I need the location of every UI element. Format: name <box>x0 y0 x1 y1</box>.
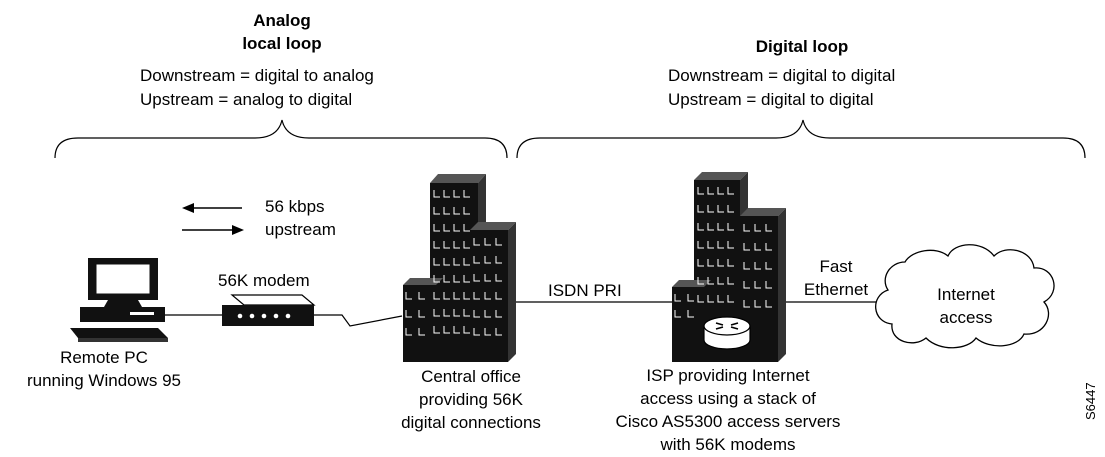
analog-downstream-text: Downstream = digital to analog <box>140 66 374 85</box>
pc-caption: Remote PC <box>60 348 148 367</box>
speed-label: 56 kbps <box>265 197 325 216</box>
isp-caption: ISP providing Internet <box>646 366 810 385</box>
left-arrow-icon <box>182 203 242 213</box>
pc-icon <box>70 258 168 342</box>
central-office-caption: Central office <box>421 367 521 386</box>
internet-cloud-icon <box>875 244 1055 349</box>
central-office-caption-line3: digital connections <box>401 413 541 432</box>
speed-label-line2: upstream <box>265 220 336 239</box>
fast-ethernet-label-line2: Ethernet <box>803 280 869 299</box>
analog-loop-title-line2: local loop <box>242 34 322 53</box>
isp-caption-line2: access using a stack of <box>640 389 816 408</box>
modem-co-link <box>314 314 403 327</box>
digital-downstream-text: Downstream = digital to digital <box>668 66 896 85</box>
digital-upstream-text: Upstream = digital to digital <box>668 90 874 109</box>
digital-loop-title: Digital loop <box>755 37 849 56</box>
modem-icon <box>222 294 316 326</box>
pc-caption-line2: running Windows 95 <box>26 371 182 390</box>
digital-loop-brace <box>516 119 1086 159</box>
analog-loop-title: Analog <box>253 11 311 30</box>
central-office-caption-line2: providing 56K <box>419 390 523 409</box>
router-icon <box>703 316 751 350</box>
isdn-pri-label: ISDN PRI <box>548 281 622 300</box>
fast-ethernet-label: Fast <box>819 257 853 276</box>
central-office-building-icon <box>403 174 516 362</box>
isp-caption-line4: with 56K modems <box>660 435 796 454</box>
internet-access-label: Internet <box>937 285 995 304</box>
isp-caption-line3: Cisco AS5300 access servers <box>615 412 841 431</box>
right-arrow-icon <box>182 225 244 235</box>
analog-loop-brace <box>54 119 508 159</box>
figure-id: S6447 <box>1083 382 1098 420</box>
modem-label: 56K modem <box>218 271 310 290</box>
analog-upstream-text: Upstream = analog to digital <box>140 90 353 109</box>
internet-access-label-line2: access <box>939 308 993 327</box>
